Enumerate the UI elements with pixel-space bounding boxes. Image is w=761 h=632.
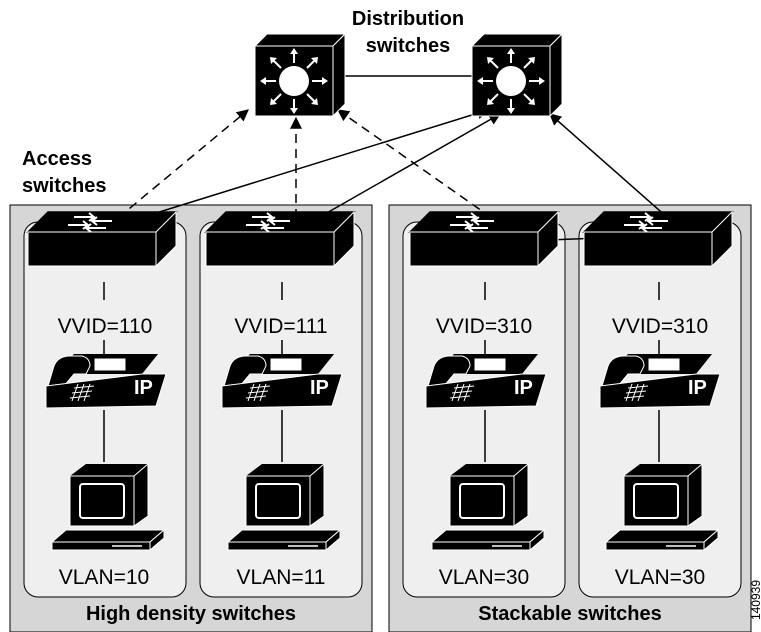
vvid-label: VVID=310 bbox=[612, 315, 708, 338]
uplinks bbox=[117, 75, 669, 241]
uplink-dashed bbox=[337, 109, 493, 219]
vlan-label: VLAN=10 bbox=[59, 566, 149, 589]
access-switch-icon bbox=[583, 211, 733, 267]
distribution-switch-icon bbox=[254, 33, 346, 117]
access-switch-icon bbox=[27, 211, 177, 267]
vlan-label: VLAN=30 bbox=[439, 566, 529, 589]
phone-ip-badge: IP bbox=[688, 377, 707, 399]
distribution-switch-icon bbox=[471, 33, 563, 117]
vlan-label: VLAN=30 bbox=[615, 566, 705, 589]
access-label-line1: Access bbox=[22, 148, 92, 170]
figure-id: 140939 bbox=[749, 580, 761, 620]
column-2: VVID=111 IP VLAN=11 bbox=[205, 211, 355, 589]
uplink-dashed bbox=[117, 109, 249, 219]
access-switch-icon bbox=[409, 211, 559, 267]
access-label-line2: switches bbox=[22, 175, 106, 197]
vvid-label: VVID=110 bbox=[58, 315, 153, 338]
access-switch-icon bbox=[205, 211, 355, 267]
distribution-label-line2: switches bbox=[366, 35, 450, 57]
uplink-solid bbox=[549, 113, 669, 219]
high-density-caption: High density switches bbox=[86, 603, 296, 625]
phone-ip-badge: IP bbox=[514, 377, 533, 399]
column-1: VVID=110 IP VLAN=10 bbox=[27, 211, 177, 589]
phone-ip-badge: IP bbox=[310, 377, 329, 399]
column-4: VVID=310 IP VLAN=30 bbox=[583, 211, 733, 589]
uplink-solid bbox=[317, 113, 502, 219]
uplink-solid bbox=[139, 107, 490, 219]
phone-ip-badge: IP bbox=[134, 377, 153, 399]
vvid-label: VVID=310 bbox=[436, 315, 532, 338]
column-3: VVID=310 IP VLAN=30 bbox=[409, 211, 559, 589]
vlan-label: VLAN=11 bbox=[237, 566, 326, 589]
stackable-caption: Stackable switches bbox=[478, 603, 661, 625]
vvid-label: VVID=111 bbox=[234, 315, 327, 338]
distribution-label-line1: Distribution bbox=[352, 8, 464, 30]
